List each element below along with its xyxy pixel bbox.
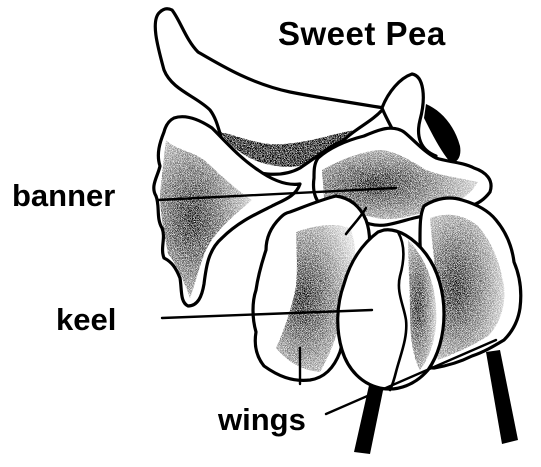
sweet-pea-flower bbox=[154, 9, 521, 454]
label-keel: keel bbox=[56, 302, 116, 337]
label-wings: wings bbox=[217, 402, 306, 437]
diagram-title: Sweet Pea bbox=[278, 15, 446, 52]
label-banner: banner bbox=[12, 178, 115, 213]
stem-right bbox=[486, 350, 518, 444]
